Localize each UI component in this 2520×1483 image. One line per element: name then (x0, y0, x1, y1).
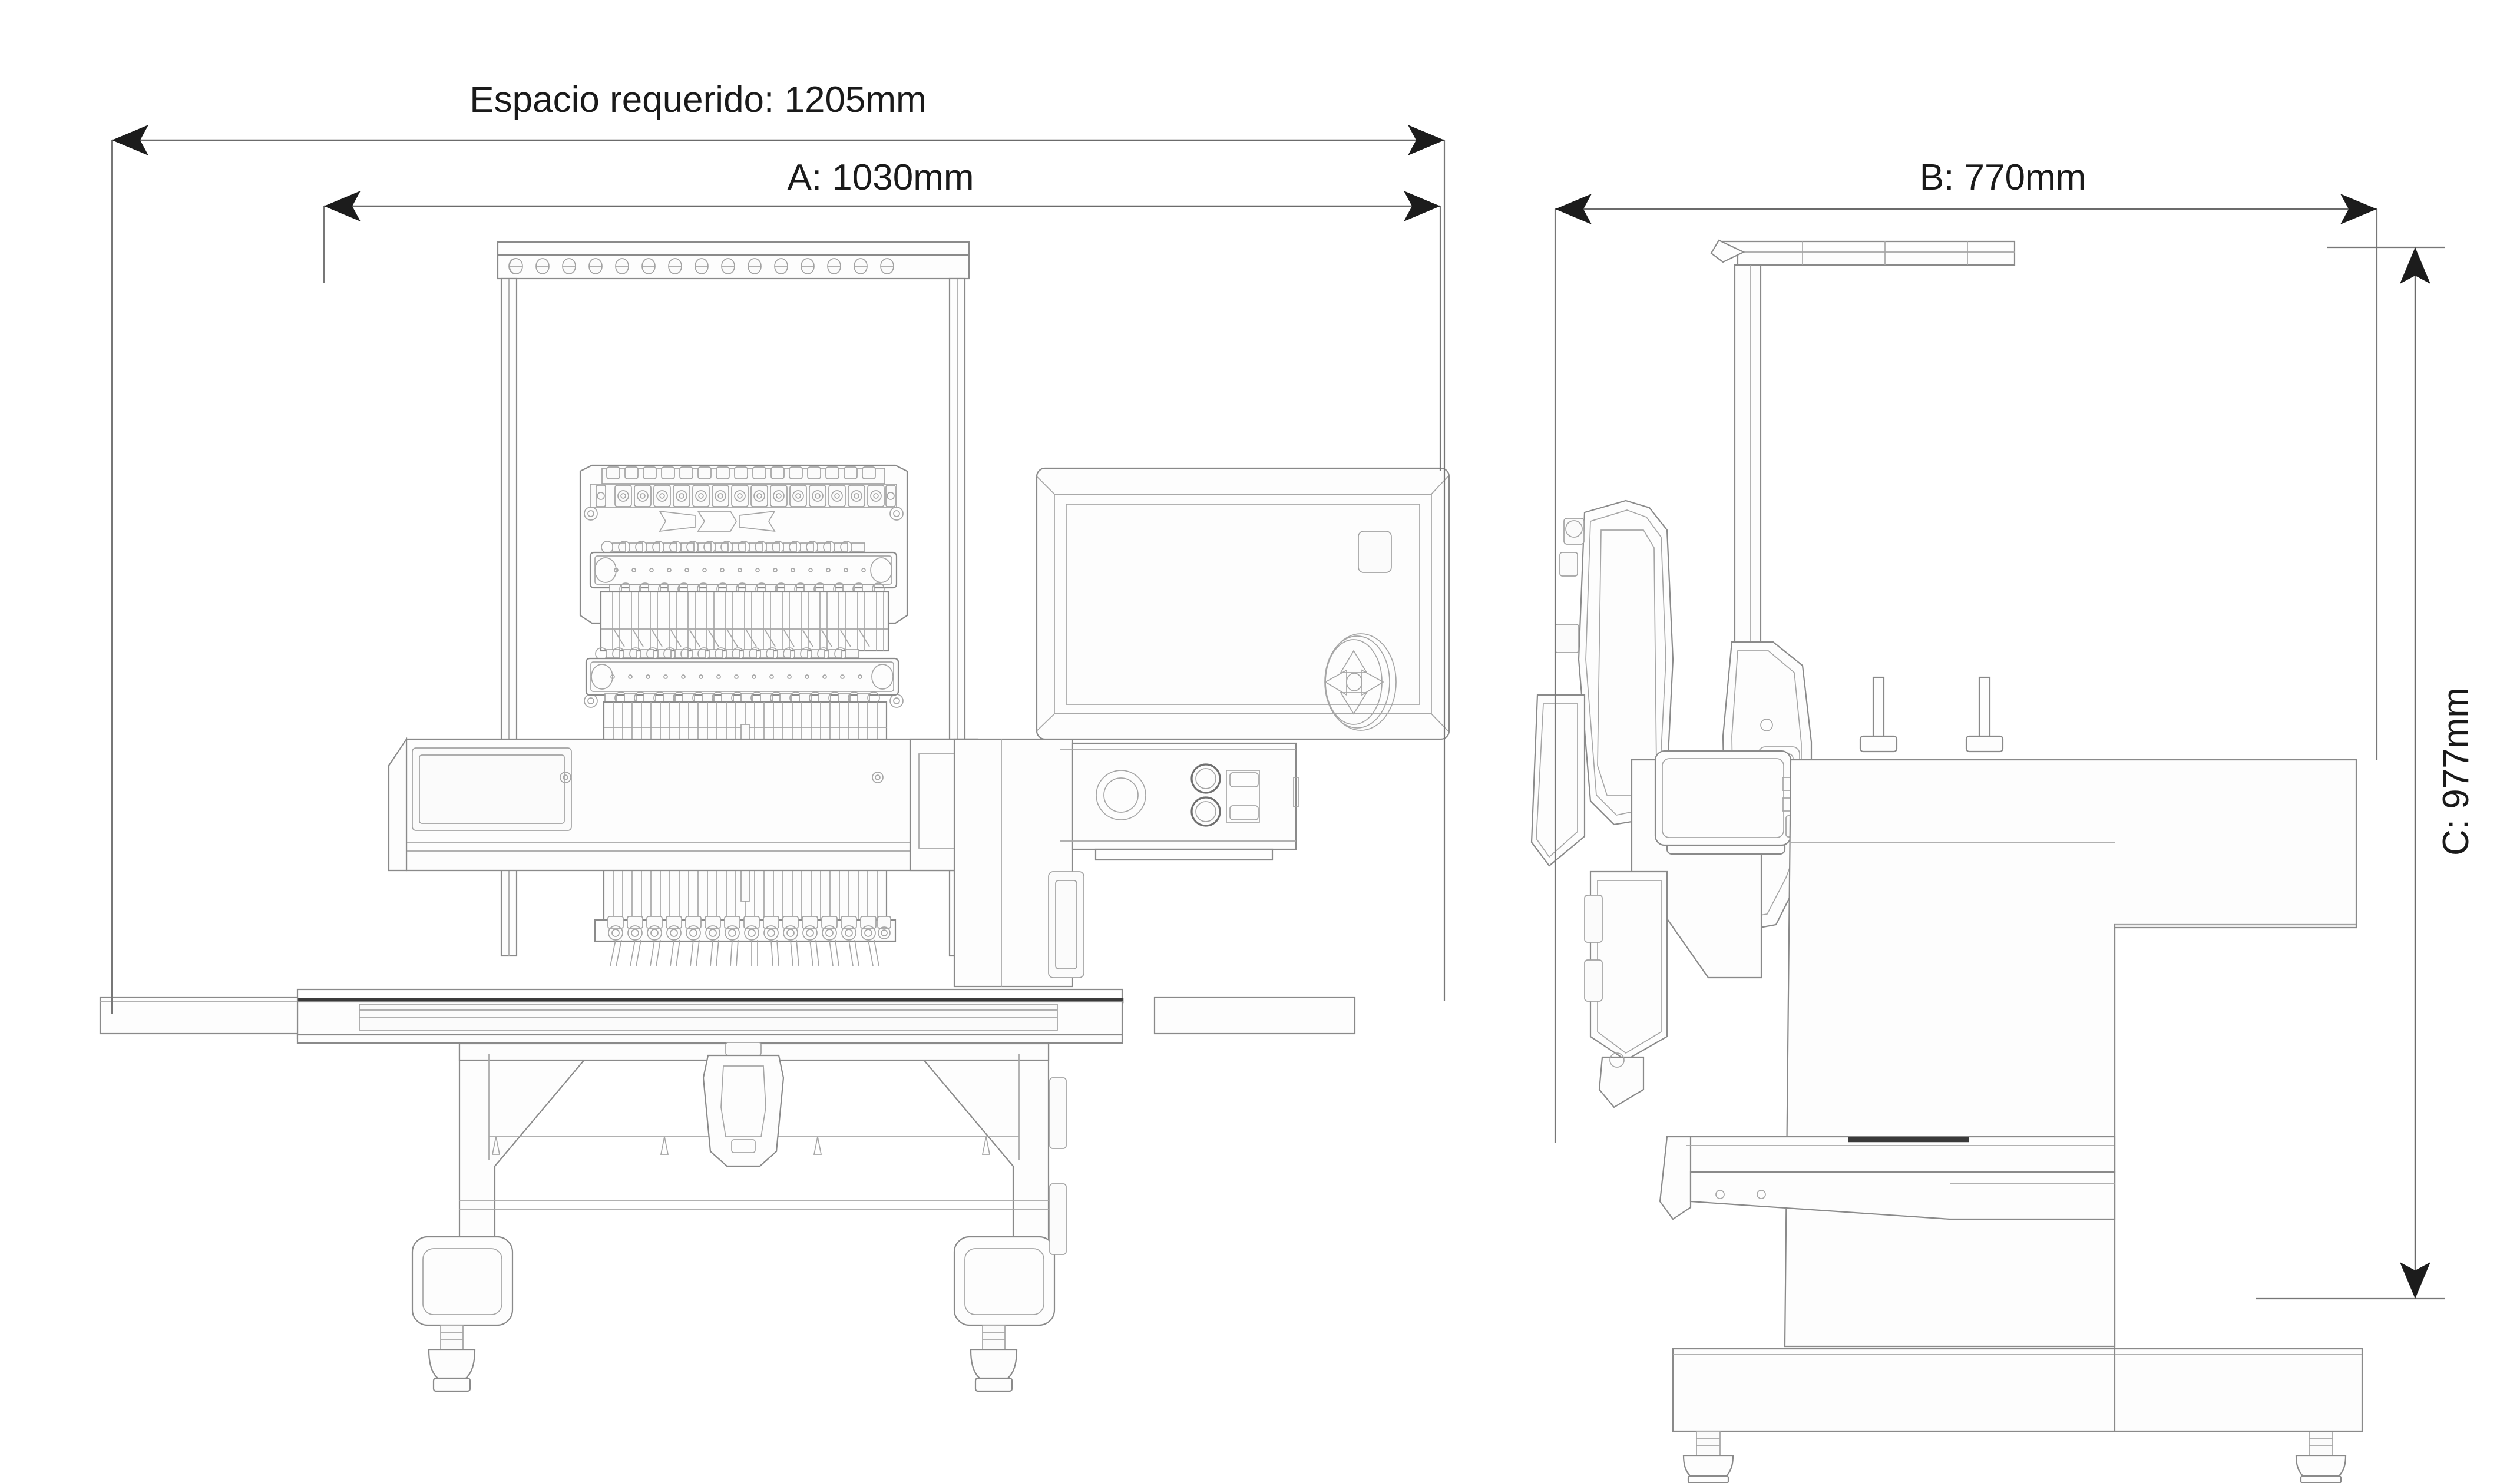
button-panel[interactable] (1226, 770, 1260, 823)
directional-pad[interactable] (1324, 633, 1397, 731)
dim-width-a: A: 1030mm (323, 157, 1441, 471)
side-view (1530, 239, 2363, 1483)
chevron-down-icon (1340, 692, 1368, 715)
stop-button[interactable] (1190, 796, 1221, 827)
chevron-up-icon (1340, 650, 1368, 673)
dim-width-a-label: A: 1030mm (787, 157, 974, 198)
dim-required-space-label: Espacio requerido: 1205mm (469, 80, 926, 120)
control-panel-touchscreen[interactable] (1036, 467, 1450, 740)
side-leveling-foot-left (1682, 1431, 1734, 1483)
take-up-lever-bar-lower (585, 647, 899, 704)
dim-required-space: Espacio requerido: 1205mm (111, 80, 1446, 1014)
front-view (99, 241, 1450, 1392)
side-thread-stand (1710, 239, 2016, 643)
rotary-knob[interactable] (1096, 770, 1146, 820)
spool-pins (508, 258, 894, 274)
leveling-foot-left (411, 1236, 514, 1392)
side-spool-pins (1859, 676, 2004, 753)
dim-height-c-label: C: 977mm (2436, 687, 2476, 856)
side-electronics-box (1654, 750, 1804, 856)
needle-bar-columns (600, 591, 889, 652)
presser-foot-row (594, 916, 897, 966)
work-table (99, 988, 1356, 1044)
arm-right-column (953, 738, 1084, 988)
dim-height-c: C: 977mm (2256, 246, 2476, 1300)
machine-base (411, 1042, 1067, 1392)
machine-arm-body (388, 737, 979, 872)
side-work-table (1659, 759, 2363, 1483)
hoop-carriage-arm (702, 1042, 785, 1167)
leveling-foot-right (953, 1236, 1056, 1392)
dim-depth-b: B: 770mm (1554, 157, 2378, 1143)
dim-depth-b-label: B: 770mm (1920, 157, 2086, 198)
panel-console (1060, 742, 1299, 861)
take-up-lever-bar-upper (589, 541, 898, 595)
start-button[interactable] (1190, 763, 1221, 794)
side-needle-case (1530, 499, 1674, 867)
side-leveling-foot-right (2295, 1431, 2347, 1483)
